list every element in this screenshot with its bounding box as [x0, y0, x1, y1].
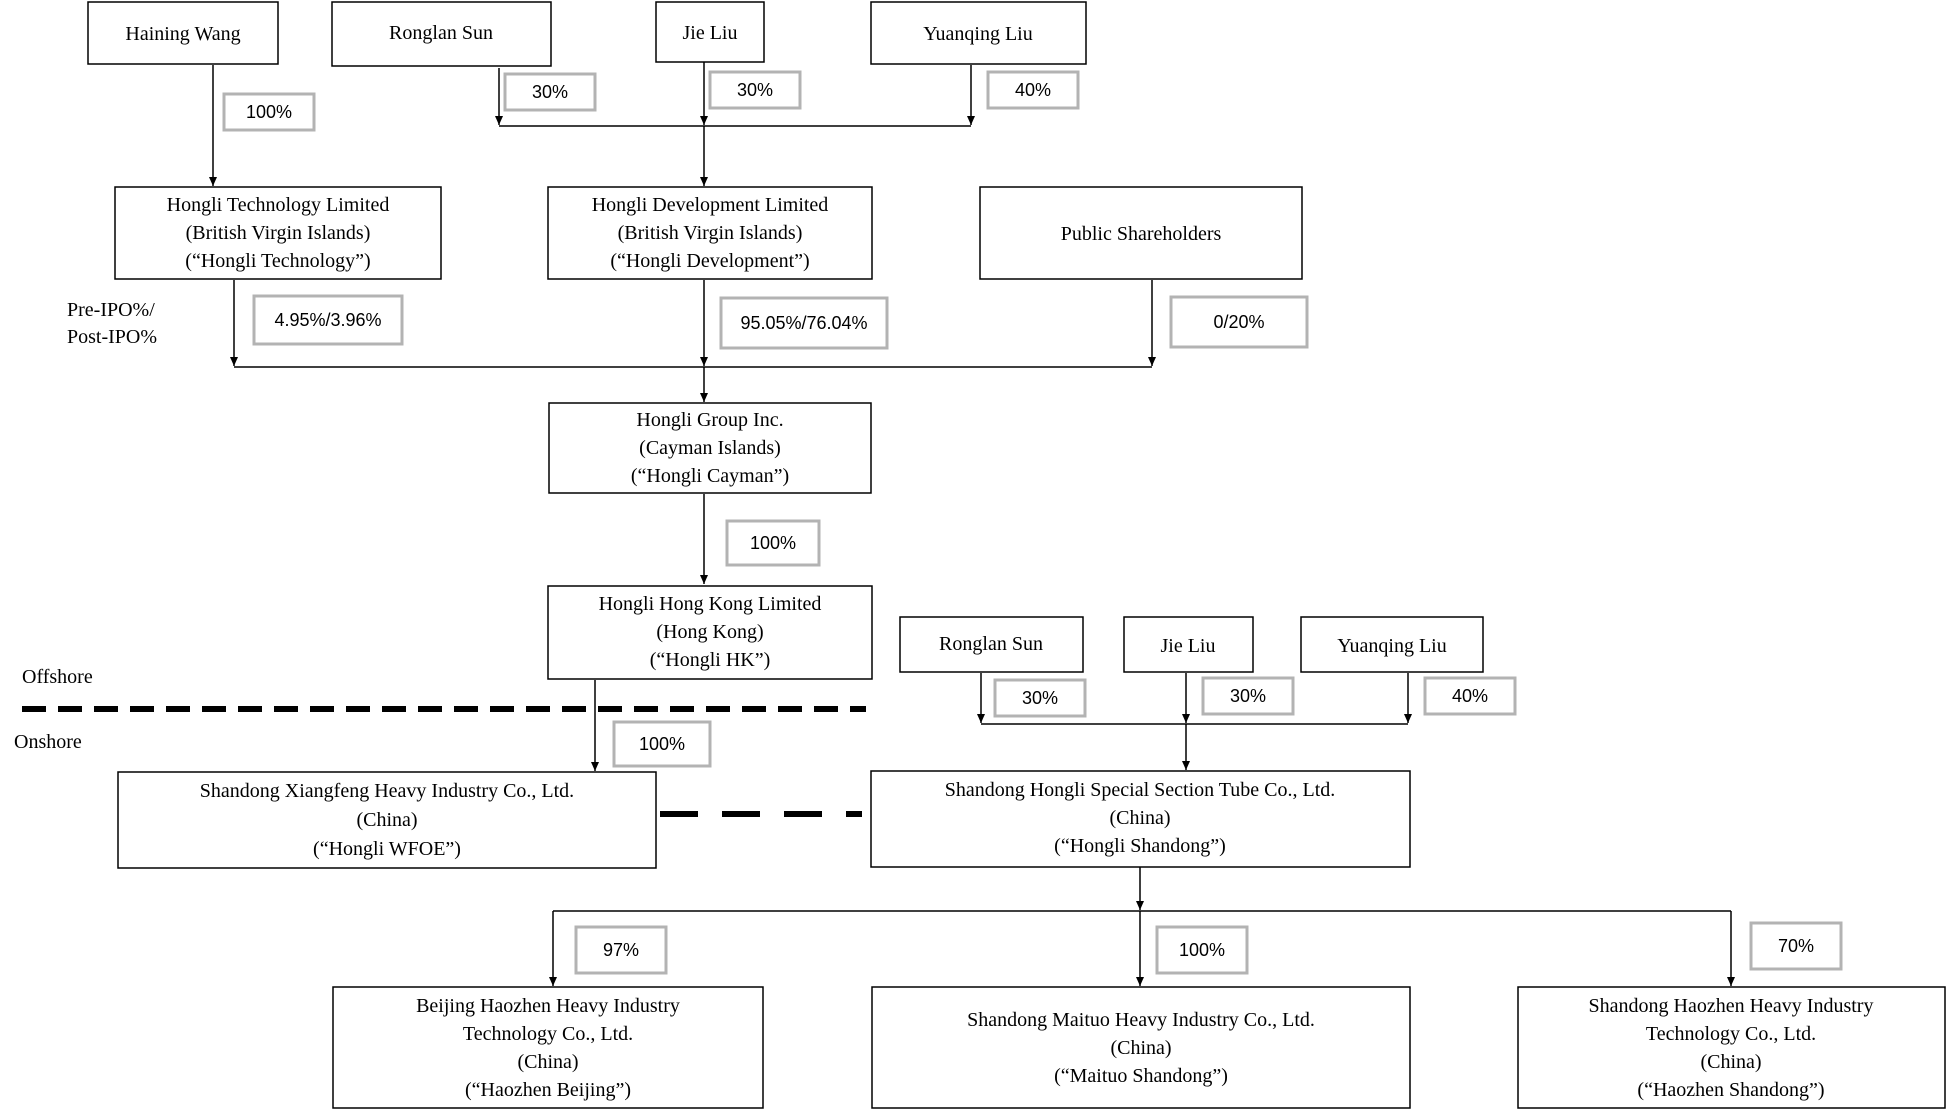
entity-line: (British Virgin Islands) — [618, 222, 803, 244]
pct-value: 0/20% — [1213, 312, 1264, 332]
pct-sun-to-shandong: 30% — [993, 678, 1087, 718]
entity-line: Hongli Group Inc. — [636, 409, 783, 431]
pct-value: 100% — [639, 734, 685, 754]
pct-value: 100% — [1179, 940, 1225, 960]
pct-public-to-cayman: 0/20% — [1169, 295, 1309, 349]
entity-line: (“Hongli Development”) — [610, 250, 809, 272]
entity-line: Hongli Development Limited — [592, 194, 829, 216]
entity-maituo-shandong: Shandong Maituo Heavy Industry Co., Ltd.… — [871, 986, 1411, 1109]
entity-line: (“Hongli HK”) — [650, 649, 771, 671]
entity-line: (Hong Kong) — [656, 621, 763, 643]
pct-value: 40% — [1452, 686, 1488, 706]
entity-ronglan-sun-bottom: Ronglan Sun — [899, 616, 1084, 673]
entity-jie-liu-bottom: Jie Liu — [1123, 616, 1254, 673]
entity-line: (“Hongli Cayman”) — [631, 465, 789, 487]
pct-yuan-to-dev: 40% — [986, 70, 1080, 110]
entity-hongli-wfoe: Shandong Xiangfeng Heavy Industry Co., L… — [117, 771, 657, 869]
pre-post-ipo-label: Post-IPO% — [67, 326, 157, 348]
entity-line: Shandong Haozhen Heavy Industry — [1589, 995, 1874, 1017]
entity-line: (“Haozhen Beijing”) — [465, 1079, 631, 1101]
pct-value: 97% — [603, 940, 639, 960]
pct-value: 30% — [532, 82, 568, 102]
entity-line: (“Hongli Technology”) — [185, 250, 370, 272]
entity-haining-wang: Haining Wang — [87, 1, 279, 65]
entity-public-shareholders: Public Shareholders — [979, 186, 1303, 280]
entity-name: Ronglan Sun — [939, 633, 1043, 655]
dividers — [22, 706, 866, 817]
entity-line: (China) — [1110, 1037, 1171, 1059]
entity-line: Shandong Hongli Special Section Tube Co.… — [945, 779, 1336, 801]
pct-tech-to-cayman: 4.95%/3.96% — [252, 294, 404, 346]
entity-line: Technology Co., Ltd. — [463, 1023, 633, 1045]
entity-haozhen-beijing: Beijing Haozhen Heavy Industry Technolog… — [332, 986, 764, 1109]
entity-hongli-development: Hongli Development Limited (British Virg… — [547, 186, 873, 280]
pre-post-ipo-label: Pre-IPO%/ — [67, 299, 155, 321]
entity-name: Jie Liu — [683, 22, 738, 44]
entity-line: (“Hongli Shandong”) — [1054, 835, 1226, 857]
entity-boxes: Haining Wang Ronglan Sun Jie Liu Yuanqin… — [87, 1, 1946, 1109]
entity-line: (“Maituo Shandong”) — [1054, 1065, 1228, 1087]
offshore-label: Offshore — [22, 666, 93, 688]
entity-name: Yuanqing Liu — [923, 23, 1032, 45]
pct-value: 30% — [1022, 688, 1058, 708]
entity-line: Technology Co., Ltd. — [1646, 1023, 1816, 1045]
pct-value: 40% — [1015, 80, 1051, 100]
entity-haozhen-shandong: Shandong Haozhen Heavy Industry Technolo… — [1517, 986, 1946, 1109]
entity-line: Hongli Technology Limited — [167, 194, 390, 216]
connectors — [209, 62, 1735, 986]
pct-jie-to-dev: 30% — [708, 70, 802, 110]
pct-wang-to-tech: 100% — [222, 92, 316, 132]
pct-yuan-to-shandong: 40% — [1423, 676, 1517, 716]
entity-name: Public Shareholders — [1061, 223, 1222, 245]
pct-value: 30% — [1230, 686, 1266, 706]
pct-value: 100% — [750, 533, 796, 553]
entity-line: Hongli Hong Kong Limited — [599, 593, 822, 615]
entity-ronglan-sun-top: Ronglan Sun — [331, 1, 552, 67]
entity-name: Jie Liu — [1161, 635, 1216, 657]
pct-value: 4.95%/3.96% — [274, 310, 381, 330]
onshore-label: Onshore — [14, 731, 82, 753]
entity-line: (China) — [1700, 1051, 1761, 1073]
entity-line: (British Virgin Islands) — [186, 222, 371, 244]
entity-line: (China) — [1109, 807, 1170, 829]
entity-jie-liu-top: Jie Liu — [655, 1, 765, 63]
pct-to-haozhen-beijing: 97% — [574, 925, 668, 975]
entity-line: (“Hongli WFOE”) — [313, 838, 461, 860]
entity-line: (China) — [356, 809, 417, 831]
entity-hongli-hk: Hongli Hong Kong Limited (Hong Kong) (“H… — [547, 585, 873, 680]
entity-hongli-technology: Hongli Technology Limited (British Virgi… — [114, 186, 442, 280]
pct-jie-to-shandong: 30% — [1201, 676, 1295, 716]
entity-yuanqing-liu-bottom: Yuanqing Liu — [1300, 616, 1484, 673]
entity-name: Ronglan Sun — [389, 22, 493, 44]
entity-line: (China) — [517, 1051, 578, 1073]
entity-line: Shandong Xiangfeng Heavy Industry Co., L… — [200, 780, 574, 802]
pct-value: 95.05%/76.04% — [740, 313, 867, 333]
entity-name: Yuanqing Liu — [1337, 635, 1446, 657]
pct-cayman-to-hk: 100% — [725, 519, 821, 567]
percentage-labels: 100% 30% 30% 40% 4.95%/3.96% 95.05%/76.0… — [222, 70, 1843, 975]
entity-yuanqing-liu-top: Yuanqing Liu — [870, 1, 1087, 65]
entity-name: Haining Wang — [125, 23, 240, 45]
entity-hongli-cayman: Hongli Group Inc. (Cayman Islands) (“Hon… — [548, 402, 872, 494]
entity-hongli-shandong: Shandong Hongli Special Section Tube Co.… — [870, 770, 1411, 868]
entity-line: (“Haozhen Shandong”) — [1637, 1079, 1824, 1101]
pct-dev-to-cayman: 95.05%/76.04% — [719, 296, 889, 350]
entity-line: (Cayman Islands) — [639, 437, 781, 459]
pct-hk-to-wfoe: 100% — [612, 720, 712, 768]
pct-to-maituo: 100% — [1155, 925, 1249, 975]
pct-value: 70% — [1778, 936, 1814, 956]
pct-value: 100% — [246, 102, 292, 122]
pct-sun-to-dev: 30% — [503, 72, 597, 112]
pct-to-haozhen-shandong: 70% — [1749, 921, 1843, 971]
entity-line: Shandong Maituo Heavy Industry Co., Ltd. — [967, 1009, 1315, 1031]
entity-line: Beijing Haozhen Heavy Industry — [416, 995, 680, 1017]
pct-value: 30% — [737, 80, 773, 100]
